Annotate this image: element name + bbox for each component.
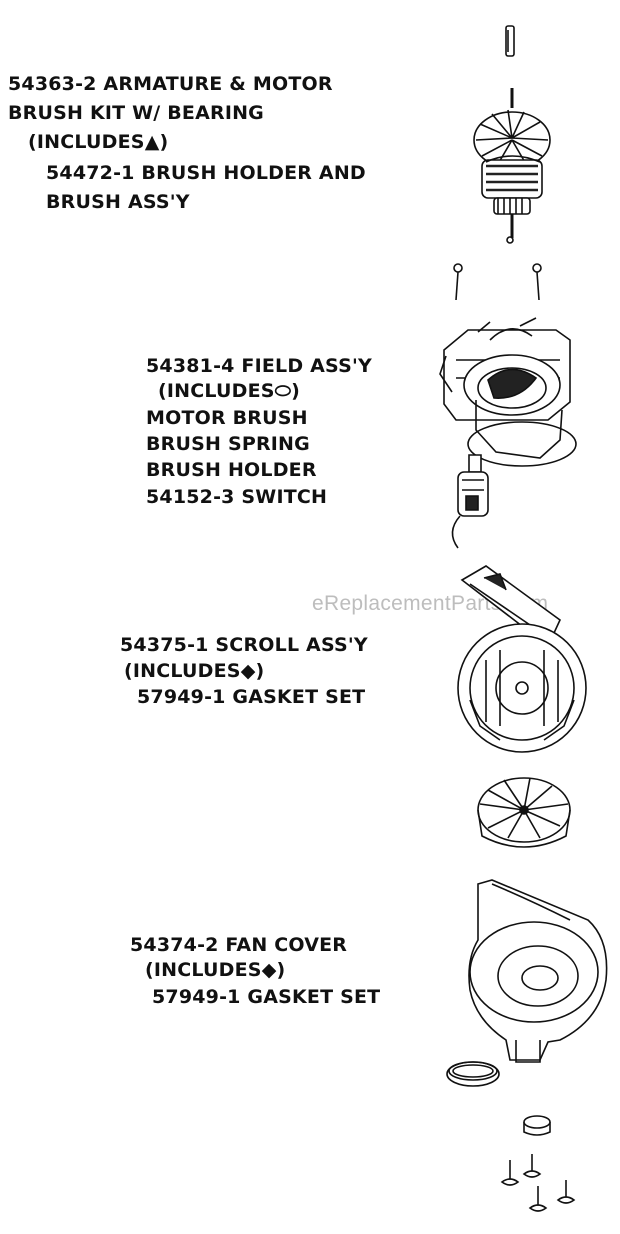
brush-holder-item: 54472-1 BRUSH HOLDER AND <box>46 162 366 184</box>
fan-cover-gasket-item: 57949-1 GASKET SET <box>152 986 381 1008</box>
gasket-ring-part <box>447 1062 499 1086</box>
fan-cover-part-title: 54374-2 FAN COVER <box>130 934 348 956</box>
armature-part <box>474 88 550 243</box>
motor-brush-item: MOTOR BRUSH <box>146 407 308 429</box>
fan-cover-includes: (INCLUDES◆) <box>145 959 286 981</box>
brush-holder-item-cont: BRUSH ASS'Y <box>46 191 190 213</box>
top-pin-part <box>506 26 514 56</box>
scroll-part-title: 54375-1 SCROLL ASS'Y <box>120 634 368 656</box>
switch-item: 54152-3 SWITCH <box>146 486 328 508</box>
field-includes: (INCLUDES⬭) <box>158 380 301 402</box>
fan-cover-part <box>469 880 607 1062</box>
armature-includes: (INCLUDES▲) <box>28 131 169 153</box>
switch-part <box>452 455 488 548</box>
field-part-title: 54381-4 FIELD ASS'Y <box>146 355 372 377</box>
armature-part-title-cont: BRUSH KIT W/ BEARING <box>8 102 264 124</box>
fan-part <box>478 778 570 847</box>
field-screws-part <box>454 264 541 300</box>
bottom-screws-part <box>502 1154 574 1211</box>
scroll-assembly-part <box>458 566 586 752</box>
armature-part-title: 54363-2 ARMATURE & MOTOR <box>8 73 333 95</box>
brush-spring-item: BRUSH SPRING <box>146 433 310 455</box>
brush-holder-item-2: BRUSH HOLDER <box>146 459 317 481</box>
scroll-includes: (INCLUDES◆) <box>124 660 265 682</box>
scroll-gasket-item: 57949-1 GASKET SET <box>137 686 366 708</box>
bushing-part <box>524 1116 550 1135</box>
field-assembly-part <box>440 318 576 466</box>
